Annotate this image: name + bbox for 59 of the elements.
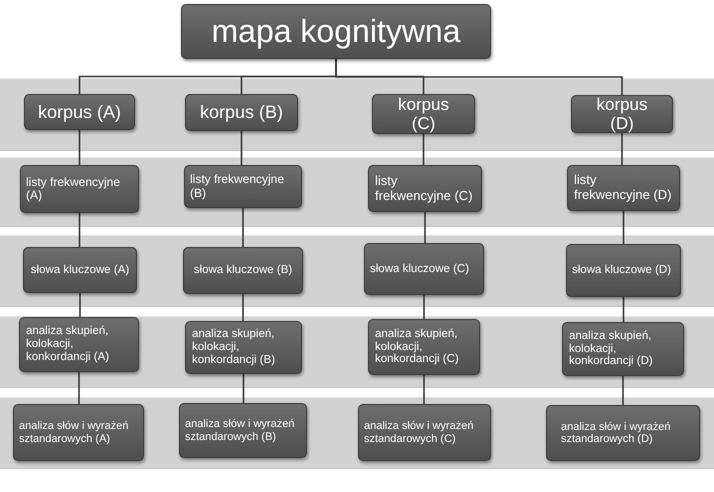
box-label: analiza słów i wyrażeń sztandarowych (D) (561, 420, 672, 446)
process-box (183, 247, 303, 294)
connector-line (78, 213, 80, 247)
box-label: korpus (B) (200, 102, 284, 123)
box-label: słowa kluczowe (C) (370, 262, 470, 276)
box-label: analiza skupień, kolokacji, konkordancji (D) (569, 330, 654, 368)
process-box (24, 94, 135, 130)
connector-line (78, 372, 80, 404)
connector-line (78, 130, 80, 165)
connector-line (79, 293, 81, 317)
process-box (185, 94, 298, 131)
connector-line (622, 297, 624, 322)
process-box (546, 405, 700, 461)
box-label: mapa kognitywna (211, 14, 461, 50)
box-label: korpus (A) (38, 102, 122, 122)
process-box (185, 321, 302, 374)
box-label: listy frekwencyjne (B) (190, 173, 286, 200)
box-label: analiza słów i wyrażeń sztandarowych (A) (19, 420, 130, 445)
process-box (566, 244, 681, 297)
process-box (20, 165, 139, 213)
connector-line (423, 295, 425, 319)
box-label: analiza skupień, kolokacji, konkordancji (C) (375, 328, 460, 366)
process-box (368, 319, 480, 375)
box-label: listy frekwencyjne (D) (574, 173, 673, 203)
box-label: słowa kluczowe (D) (572, 264, 672, 277)
box-label: korpus (D) (595, 94, 649, 134)
connector-line (424, 212, 426, 243)
box-label: listy frekwencyjne (C) (375, 174, 474, 204)
connector-line (335, 59, 623, 95)
box-label: analiza słów i wyrażeń sztandarowych (C) (364, 420, 474, 445)
process-box (181, 4, 491, 59)
box-label: analiza skupień, kolokacji, konkordancji (B) (192, 328, 276, 367)
connector-line (242, 208, 244, 247)
box-label: analiza słów i wyrażeń sztandarowych (B) (185, 418, 296, 443)
process-box (368, 165, 482, 212)
process-box (13, 404, 144, 461)
connector-line (240, 131, 242, 165)
process-box (571, 95, 673, 133)
connector-line (423, 375, 425, 404)
connector-line (621, 133, 623, 165)
box-label: korpus (C) (396, 94, 450, 134)
process-box (184, 165, 302, 208)
process-box (567, 165, 680, 211)
connector-line (622, 211, 624, 244)
process-box (364, 243, 484, 295)
process-box (372, 94, 475, 134)
box-label: listy frekwencyjne (A) (26, 176, 122, 202)
box-label: słowa kluczowe (A) (30, 264, 130, 276)
connector-line (242, 294, 244, 321)
process-box (19, 317, 139, 372)
connector-line (242, 374, 244, 403)
connector-line (422, 134, 424, 165)
connector-line (622, 376, 624, 405)
box-label: analiza skupień, kolokacji, konkordancji (A) (26, 325, 110, 364)
box-label: słowa kluczowe (B) (194, 264, 292, 277)
process-box (23, 247, 137, 293)
process-box (358, 404, 491, 461)
process-box (179, 403, 307, 458)
process-box (562, 322, 684, 376)
